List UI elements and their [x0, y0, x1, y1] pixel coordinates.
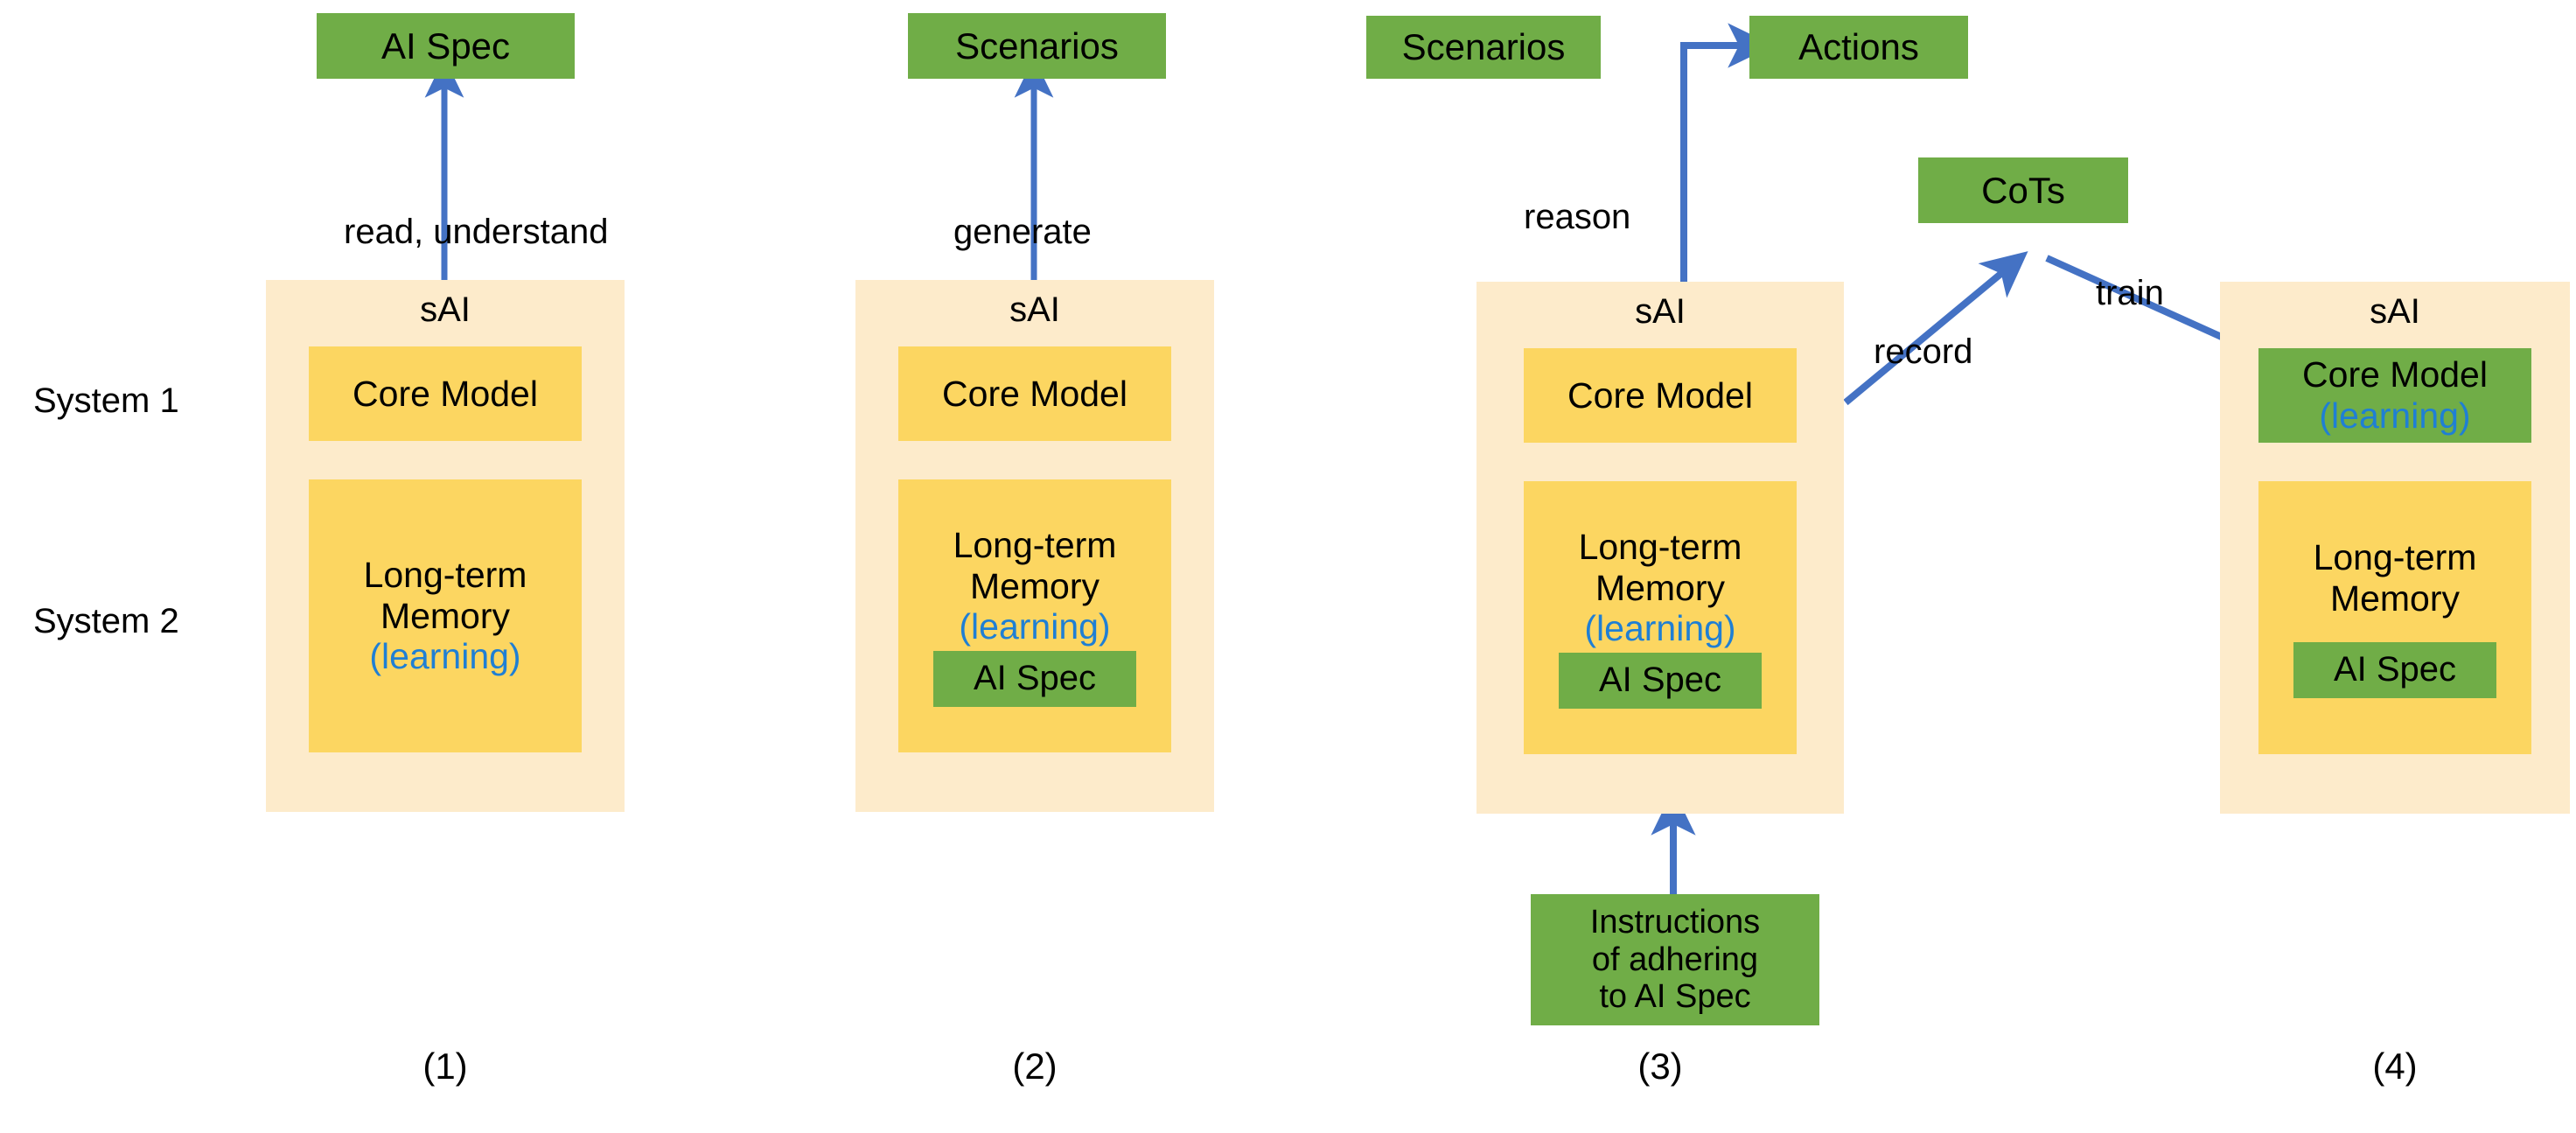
- panel-2-ltm-learning-label: (learning): [959, 606, 1111, 647]
- panel-4-step-number: (4): [2372, 1046, 2418, 1087]
- panel-1-ltm-learning-label: (learning): [369, 636, 521, 677]
- panel-3-instructions-box[interactable]: Instructions of adhering to AI Spec: [1531, 894, 1819, 1025]
- panel-4-core-model-learning-label: (learning): [2319, 395, 2471, 436]
- panel-4-core-model-box[interactable]: Core Model (learning): [2258, 348, 2531, 443]
- panel-3-long-term-memory-box[interactable]: Long-term Memory (learning) AI Spec: [1524, 481, 1797, 754]
- panel-1-core-model-label: Core Model: [353, 373, 538, 414]
- panel-3-nested-ai-spec-box[interactable]: AI Spec: [1559, 653, 1762, 710]
- panel-3-instructions-line3: to AI Spec: [1599, 978, 1751, 1016]
- panel-2-ltm-label-line2: Memory: [969, 565, 1100, 606]
- panel-4-sai-title: sAI: [2370, 292, 2420, 331]
- arrow-reason-to-actions: [1680, 23, 1775, 287]
- panel-2-long-term-memory-box[interactable]: Long-term Memory (learning) AI Spec: [898, 479, 1171, 752]
- panel-2-sai-title: sAI: [1009, 290, 1060, 329]
- panel-4-ltm-label-line1: Long-term: [2313, 537, 2477, 578]
- panel-1-top-box-ai-spec[interactable]: AI Spec: [317, 13, 575, 79]
- panel-4-core-model-label: Core Model: [2302, 354, 2488, 395]
- panel-3-sai-title: sAI: [1635, 292, 1686, 331]
- panel-4-arrow-label-train: train: [2096, 274, 2164, 312]
- panel-1-ltm-label-line1: Long-term: [363, 554, 527, 595]
- panel-3-core-model-box[interactable]: Core Model: [1524, 348, 1797, 443]
- panel-3-instructions-line1: Instructions: [1589, 904, 1761, 941]
- panel-2-top-box-scenarios[interactable]: Scenarios: [908, 13, 1166, 79]
- panel-1-core-model-box[interactable]: Core Model: [309, 346, 582, 441]
- panel-3-cots-box[interactable]: CoTs: [1918, 157, 2128, 223]
- panel-3-arrow-label-reason: reason: [1524, 198, 1631, 236]
- panel-3-top-box-scenarios[interactable]: Scenarios: [1366, 16, 1601, 79]
- panel-3-core-model-label: Core Model: [1567, 374, 1753, 416]
- panel-2-nested-ai-spec-box[interactable]: AI Spec: [933, 651, 1136, 708]
- panel-1-long-term-memory-box[interactable]: Long-term Memory (learning): [309, 479, 582, 752]
- row-label-system-2: System 2: [33, 602, 179, 640]
- panel-2-step-number: (2): [1012, 1046, 1058, 1087]
- panel-3-sai-container: sAI Core Model Long-term Memory (learnin…: [1476, 282, 1844, 814]
- panel-2-core-model-label: Core Model: [942, 373, 1127, 414]
- panel-2-arrow-label: generate: [953, 213, 1092, 251]
- panel-3-ltm-label-line1: Long-term: [1578, 526, 1742, 567]
- panel-3-arrow-label-record: record: [1874, 332, 1973, 371]
- panel-4-ltm-label-line2: Memory: [2329, 578, 2461, 619]
- panel-1-sai-title: sAI: [420, 290, 471, 329]
- panel-1-ltm-label-line2: Memory: [380, 595, 511, 636]
- panel-2-core-model-box[interactable]: Core Model: [898, 346, 1171, 441]
- panel-1-step-number: (1): [422, 1046, 468, 1087]
- panel-4-nested-ai-spec-box[interactable]: AI Spec: [2293, 641, 2496, 698]
- panel-4-sai-container: sAI Core Model (learning) Long-term Memo…: [2220, 282, 2570, 814]
- panel-3-step-number: (3): [1637, 1046, 1683, 1087]
- row-label-system-1: System 1: [33, 381, 179, 420]
- panel-3-instructions-line2: of adhering: [1591, 941, 1759, 978]
- panel-4-long-term-memory-box[interactable]: Long-term Memory AI Spec: [2258, 481, 2531, 754]
- panel-1-arrow-label: read, understand: [344, 213, 609, 251]
- panel-3-ltm-label-line2: Memory: [1595, 567, 1726, 608]
- panel-1-sai-container: sAI Core Model Long-term Memory (learnin…: [266, 280, 625, 812]
- panel-3-ltm-learning-label: (learning): [1584, 608, 1736, 649]
- panel-3-top-box-actions[interactable]: Actions: [1749, 16, 1968, 79]
- panel-2-sai-container: sAI Core Model Long-term Memory (learnin…: [855, 280, 1214, 812]
- panel-2-ltm-label-line1: Long-term: [953, 524, 1117, 565]
